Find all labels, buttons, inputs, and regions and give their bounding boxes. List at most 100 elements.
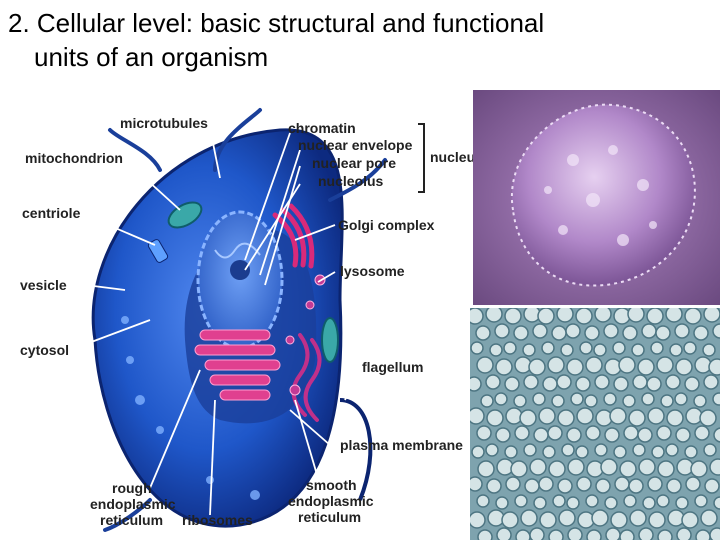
tissue-cell — [619, 529, 635, 540]
tissue-cell — [595, 478, 611, 494]
tissue-cell — [656, 494, 670, 508]
tissue-cell — [485, 443, 499, 457]
tissue-cell — [523, 443, 537, 457]
tissue-cell — [665, 443, 679, 457]
tissue-cell — [702, 343, 716, 357]
tissue-cell — [470, 376, 482, 392]
tissue-cell — [657, 529, 673, 540]
tissue-cell — [542, 376, 558, 392]
tissue-cell — [470, 407, 485, 425]
title-line-2: units of an organism — [34, 42, 269, 72]
tissue-cell — [566, 427, 582, 443]
tissue-cell — [547, 356, 565, 374]
label-mitochondrion: mitochondrion — [25, 150, 123, 166]
tissue-cell — [476, 356, 494, 374]
tissue-cell — [522, 343, 536, 357]
tissue-cell — [538, 407, 556, 425]
label-lysosome: lysosome — [340, 263, 405, 279]
tissue-cell — [480, 394, 494, 408]
tissue-cell — [656, 356, 674, 374]
tissue-cell — [556, 308, 574, 323]
tissue-cell — [623, 425, 639, 441]
tissue-cell — [524, 478, 540, 494]
tissue-cell — [532, 392, 546, 406]
tissue-cell — [557, 478, 573, 494]
tissue-cell — [575, 376, 591, 392]
tissue-cell — [713, 496, 720, 510]
tissue-cell — [685, 476, 701, 492]
tissue-cell — [600, 458, 618, 476]
tissue-cell — [485, 308, 503, 323]
tissue-cell — [541, 341, 555, 355]
tissue-cell — [683, 341, 697, 355]
tissue-cell — [695, 529, 711, 540]
tissue-cell — [533, 496, 547, 510]
tissue-cell — [539, 511, 557, 529]
tissue-cell — [712, 323, 720, 339]
tissue-cell — [627, 308, 645, 323]
flagellum-tail — [339, 398, 373, 501]
tissue-cell — [647, 407, 665, 425]
tissue-cell — [504, 445, 518, 459]
tissue-cell — [565, 323, 581, 339]
tissue-cell — [514, 425, 530, 441]
leader-lines — [69, 127, 361, 516]
tissue-cell — [475, 325, 491, 341]
label-smooth-er-2: endoplasmic — [288, 493, 374, 509]
tissue-cell — [622, 325, 638, 341]
tissue-cell — [584, 325, 600, 341]
tissue-cell — [561, 443, 575, 457]
tissue-cell — [486, 409, 504, 427]
tissue-cell — [570, 392, 584, 406]
tissue-cell — [585, 494, 599, 508]
tissue-cell — [501, 511, 519, 529]
tissue-cell — [515, 529, 531, 540]
tissue-cell — [637, 358, 655, 376]
label-flagellum: flagellum — [362, 359, 423, 375]
tissue-cell — [584, 394, 598, 408]
tissue-cell — [628, 478, 644, 494]
tissue-cell — [650, 341, 664, 355]
tissue-cell — [638, 527, 654, 540]
tissue-cell — [605, 527, 621, 540]
tissue-cell — [646, 308, 664, 325]
label-centriole: centriole — [22, 205, 81, 221]
tissue-cell — [486, 478, 502, 494]
label-rough-er-3: reticulum — [100, 512, 163, 528]
tissue-cell — [699, 409, 717, 427]
label-plasma-membrane: plasma membrane — [340, 437, 463, 453]
micrograph-cell-purple — [473, 90, 720, 305]
tissue-cell — [708, 358, 720, 376]
tissue-cell — [495, 358, 513, 376]
tissue-cell — [629, 509, 647, 527]
tissue-cell — [503, 341, 517, 355]
tissue-cell — [532, 323, 548, 339]
tissue-cell — [713, 427, 720, 443]
nucleus-bracket — [418, 123, 425, 193]
tissue-cell — [651, 445, 665, 459]
tissue-cell — [548, 529, 564, 540]
tissue-cell — [557, 409, 575, 427]
tissue-cell — [556, 374, 572, 390]
tissue-cell — [637, 427, 653, 443]
label-microtubules: microtubules — [120, 115, 208, 131]
tissue-cell — [622, 394, 636, 408]
tissue-cell — [684, 376, 700, 392]
tissue-cell — [551, 325, 567, 341]
tissue-cell — [618, 356, 636, 374]
tissue-cell — [660, 394, 674, 408]
tissue-cell — [567, 458, 585, 476]
label-cytosol: cytosol — [20, 342, 69, 358]
label-chromatin: chromatin — [288, 120, 356, 136]
tissue-cell — [538, 476, 554, 492]
tissue-cell — [477, 460, 495, 478]
label-nucleolus: nucleolus — [318, 173, 384, 189]
tissue-cell — [632, 374, 648, 390]
tissue-cell — [623, 494, 637, 508]
tissue-cell — [552, 494, 566, 508]
label-ribosomes: ribosomes — [182, 512, 253, 528]
tissue-cell — [579, 341, 593, 355]
tissue-cell — [548, 460, 566, 478]
tissue-cell — [666, 478, 682, 494]
tissue-cell — [613, 445, 627, 459]
